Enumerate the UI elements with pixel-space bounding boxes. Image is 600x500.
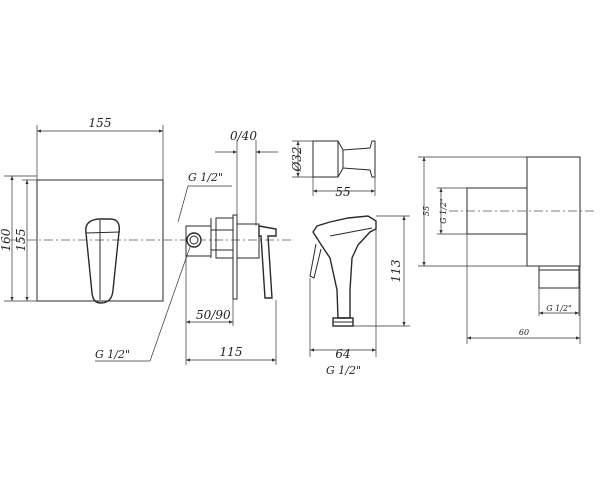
shower-holder bbox=[312, 140, 376, 178]
shower-seam bbox=[329, 227, 373, 237]
dim-depth-range-label: 50/90 bbox=[196, 308, 231, 322]
dim-wall-range-label: 0/40 bbox=[230, 129, 257, 143]
dim-diameter-label: Ø32 bbox=[290, 146, 304, 172]
shower-head bbox=[312, 215, 377, 319]
inlet-connector-inner bbox=[189, 235, 199, 245]
cover-plate bbox=[36, 179, 164, 302]
dim-width-label: 64 bbox=[335, 347, 350, 361]
cartridge-housing bbox=[236, 223, 260, 259]
dim-width-label: 60 bbox=[519, 328, 529, 337]
body-flange bbox=[215, 217, 234, 259]
dim-height-inner-label: 155 bbox=[14, 229, 28, 252]
holder-side-view: 55 G 1/2" G 1/2" 60 bbox=[418, 156, 595, 344]
dim-length-label: 55 bbox=[335, 185, 350, 199]
shower-trigger bbox=[309, 243, 322, 279]
dim-total-depth-label: 115 bbox=[220, 345, 243, 359]
leader-thread-top-diag bbox=[177, 185, 189, 223]
dim-height-label: 55 bbox=[422, 206, 431, 216]
mixer-lever bbox=[85, 218, 120, 304]
wall-plate bbox=[232, 214, 238, 300]
dim-height-label: 113 bbox=[389, 259, 403, 282]
dim-width-label: 155 bbox=[89, 116, 112, 130]
lever-side-profile bbox=[258, 225, 277, 299]
leader-thread-bottom-diag bbox=[149, 246, 191, 362]
thread-bottom-label: G 1/2" bbox=[95, 348, 130, 361]
inlet-connector bbox=[186, 232, 202, 248]
front-view: 155 160 155 G 1/2" G 1/2" bbox=[0, 116, 292, 362]
holder-block bbox=[526, 156, 581, 267]
thread-top-label: G 1/2" bbox=[188, 171, 223, 184]
lever-cap-line bbox=[85, 231, 121, 234]
thread-label: G 1/2" bbox=[326, 364, 361, 377]
side-view: 0/40 50/90 115 bbox=[185, 129, 278, 365]
dim-height-outer-label: 160 bbox=[0, 228, 13, 251]
hand-shower-view: Ø32 55 113 64 G 1/2" bbox=[290, 140, 410, 377]
thread-bottom-label: G 1/2" bbox=[546, 304, 572, 313]
bottom-nipple bbox=[538, 265, 580, 289]
thread-side-label: G 1/2" bbox=[439, 198, 448, 224]
